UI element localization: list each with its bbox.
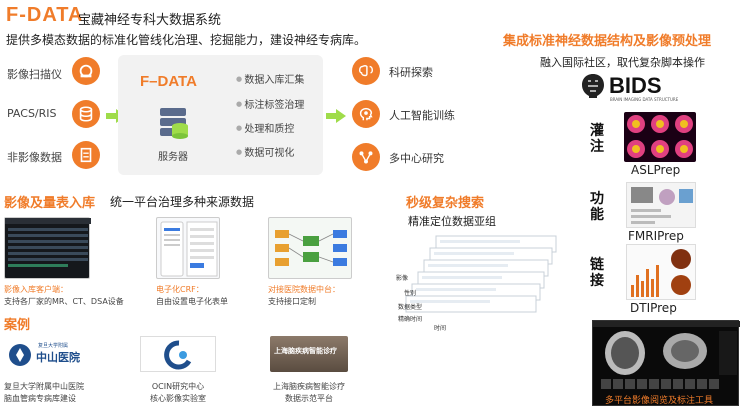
case-line: 脑血管病专病库建设: [4, 394, 76, 403]
ingest-label-client: 影像入库客户端：: [4, 285, 68, 294]
head-ai-icon: [352, 100, 380, 128]
ingest-crf-screenshot: [156, 217, 220, 279]
ingest-label-crf: 电子化CRF：: [156, 285, 204, 294]
scanner-icon: [72, 57, 100, 85]
center-bullet: 处理和质控: [236, 120, 294, 135]
case-line: OCIN研究中心: [151, 382, 205, 391]
cases-title: 案例: [4, 318, 31, 333]
source-label-scanner: 影像扫描仪: [7, 68, 62, 81]
group-char: 链: [590, 257, 604, 273]
page-title: 宝藏神经专科大数据系统: [78, 13, 222, 28]
ingest-desc-crf: 自由设置电子化表单: [156, 297, 228, 306]
zhongshan-logo: 复旦大学附属 中山医院: [8, 340, 80, 370]
center-bullet: 数据入库汇集: [236, 71, 304, 86]
search-axis-label: 时间: [434, 325, 447, 332]
asl-label: ASLPrep: [631, 163, 681, 177]
server-icon: [158, 106, 188, 142]
document-icon: [72, 141, 100, 169]
viewer-screenshot: [592, 320, 740, 406]
group-char: 能: [590, 207, 604, 223]
case-line: 数据示范平台: [285, 394, 333, 403]
ingest-client-screenshot: [4, 217, 91, 279]
case-line: 核心影像实验室: [150, 394, 206, 403]
server-label: 服务器: [158, 152, 188, 163]
case-line: 复旦大学附属中山医院: [4, 382, 84, 391]
search-title: 秒级复杂搜索: [406, 196, 485, 211]
fmri-label: FMRIPrep: [628, 229, 684, 243]
source-label-pacs: PACS/RIS: [7, 107, 57, 120]
ingest-desc-client: 支持各厂家的MR、CT、DSA设备: [4, 297, 124, 306]
ingest-hospital-screenshot: [268, 217, 352, 279]
group-char: 灌: [590, 123, 604, 139]
fmri-image: [626, 182, 696, 228]
output-label-multicenter: 多中心研究: [389, 152, 444, 165]
bids-logo-text: BIDS: [609, 73, 662, 98]
ingest-subtitle: 统一平台治理多种来源数据: [110, 195, 255, 209]
search-axis-label: 影像: [396, 275, 409, 282]
center-bullet: 标注标签治理: [236, 96, 304, 111]
source-label-nonimage: 非影像数据: [7, 151, 62, 164]
page-subtitle: 提供多模态数据的标准化管线化治理、挖掘能力，建设神经专病库。: [6, 33, 367, 47]
search-subtitle: 精准定位数据亚组: [408, 215, 496, 228]
brain-icon: [352, 57, 380, 85]
bids-title: 集成标准神经数据结构及影像预处理: [503, 34, 712, 49]
ingest-label-hospital: 对接医院数据中台：: [268, 285, 340, 294]
shanghai-sign-text: 上海脑疾病智能诊疗: [274, 347, 337, 355]
group-char: 功: [590, 191, 604, 207]
bids-brain-logo-icon: [580, 72, 606, 100]
dti-label: DTIPrep: [630, 301, 677, 315]
group-char: 注: [590, 139, 604, 155]
asl-image: [624, 112, 696, 162]
zhongshan-logo-small: 复旦大学附属: [38, 343, 69, 349]
output-label-research: 科研探索: [389, 66, 433, 79]
shanghai-platform-photo: 上海脑疾病智能诊疗: [270, 336, 348, 372]
ocin-logo: [140, 336, 216, 372]
search-axis-label: 性别: [404, 290, 417, 297]
bids-subtitle: 融入国际社区，取代复杂脚本操作: [540, 56, 705, 69]
ingest-title: 影像及量表入库: [4, 196, 96, 211]
search-axis-label: 精确时间: [398, 316, 423, 323]
panel-brand: F–DATA: [140, 73, 197, 90]
network-icon: [352, 143, 380, 171]
case-line: 上海脑疾病智能诊疗: [273, 382, 345, 391]
search-stacked-diagram: [396, 232, 576, 328]
zhongshan-logo-text: 中山医院: [36, 351, 80, 364]
bids-logo-subtext: BRAIN IMAGING DATA STRUCTURE: [610, 97, 679, 102]
database-icon: [72, 100, 100, 128]
flow-arrow-out: [326, 109, 346, 123]
search-axis-label: 数据类型: [398, 304, 423, 311]
viewer-caption: 多平台影像阅览及标注工具: [605, 396, 714, 406]
center-bullet: 数据可视化: [236, 144, 294, 159]
ingest-desc-hospital: 支持接口定制: [268, 297, 316, 306]
dti-image: [626, 244, 696, 300]
brand-title: F-DATA: [6, 4, 84, 26]
output-label-ai: 人工智能训练: [389, 109, 455, 122]
group-char: 接: [590, 273, 604, 289]
